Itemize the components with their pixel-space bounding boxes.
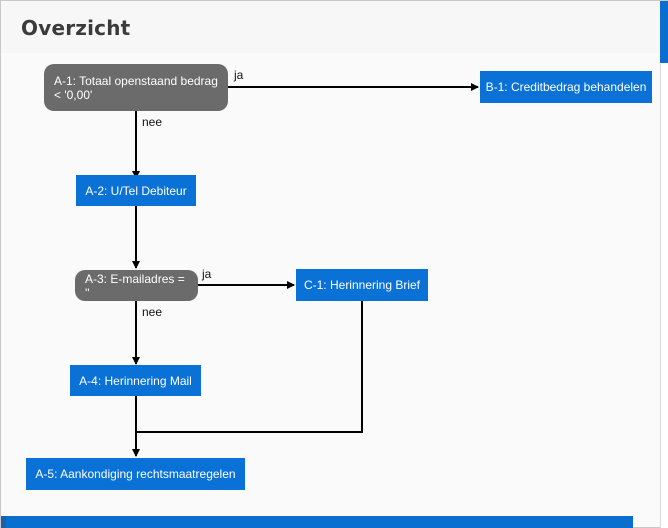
node-a4-label: A-4: Herinnering Mail	[79, 373, 192, 388]
node-a1-label: A-1: Totaal openstaand bedrag < '0,00'	[54, 73, 218, 102]
edge-label-a1-a2: nee	[142, 115, 163, 129]
header: Overzicht	[1, 1, 668, 53]
right-scrollbar-track[interactable]	[660, 63, 668, 528]
edge-label-a1-b1: ja	[234, 68, 244, 82]
page-title: Overzicht	[21, 16, 131, 40]
edge-c1-a5	[136, 301, 363, 433]
node-a1[interactable]: A-1: Totaal openstaand bedrag < '0,00'	[44, 64, 228, 111]
node-a3[interactable]: A-3: E-mailadres = ''	[75, 270, 198, 301]
node-b1[interactable]: B-1: Creditbedrag behandelen	[480, 71, 652, 103]
node-c1-label: C-1: Herinnering Brief	[303, 278, 421, 292]
node-c1[interactable]: C-1: Herinnering Brief	[296, 269, 428, 301]
node-a2[interactable]: A-2: U/Tel Debiteur	[76, 175, 196, 206]
edge-label-a3-a4: nee	[142, 305, 163, 319]
node-a5[interactable]: A-5: Aankondiging rechtsmaatregelen	[26, 458, 245, 490]
node-a4[interactable]: A-4: Herinnering Mail	[70, 365, 201, 396]
node-a3-label: A-3: E-mailadres = ''	[85, 271, 185, 300]
node-b1-label: B-1: Creditbedrag behandelen	[485, 80, 647, 94]
node-a5-label: A-5: Aankondiging rechtsmaatregelen	[35, 467, 236, 481]
node-a2-label: A-2: U/Tel Debiteur	[85, 183, 187, 198]
edge-label-a3-c1: ja	[202, 267, 212, 281]
bottom-corner	[1, 516, 6, 528]
right-accent-bar	[660, 1, 668, 63]
bottom-scrollbar[interactable]	[6, 516, 633, 528]
